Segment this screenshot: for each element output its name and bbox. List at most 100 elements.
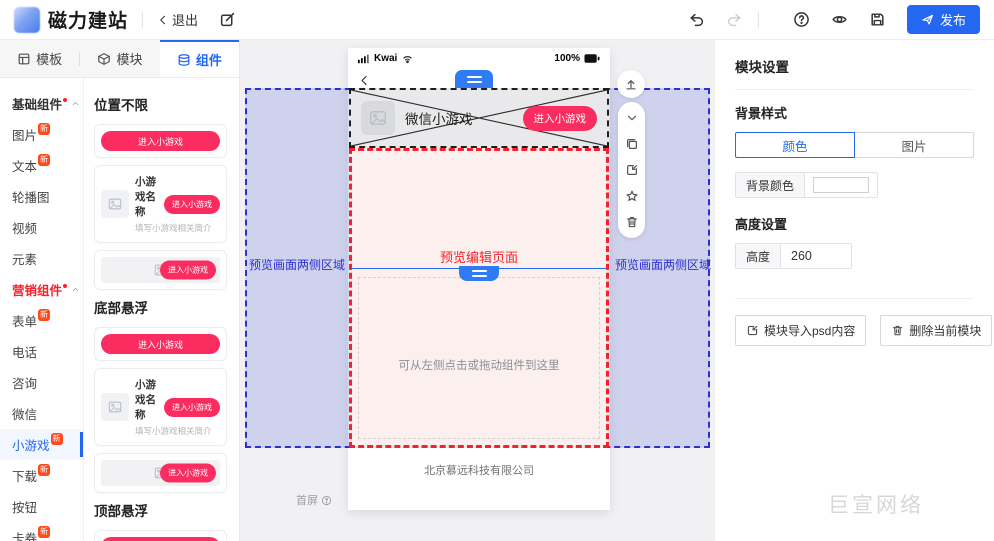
chevron-down-icon[interactable] xyxy=(625,111,639,125)
import-icon[interactable] xyxy=(625,163,639,177)
enter-game-button[interactable]: 进入小游戏 xyxy=(101,334,220,354)
cube-icon xyxy=(98,52,111,65)
first-screen-label: 首屏 xyxy=(296,492,332,508)
tab-modules[interactable]: 模块 xyxy=(80,40,159,77)
save-icon[interactable] xyxy=(869,11,887,29)
bg-tab-image[interactable]: 图片 xyxy=(854,132,974,158)
carrier-label: Kwai xyxy=(374,53,398,64)
sidebar-item-text[interactable]: 文本新 xyxy=(12,153,51,174)
cross-lines xyxy=(351,90,607,146)
enter-game-button[interactable]: 进入小游戏 xyxy=(160,260,216,280)
sidebar-item-video[interactable]: 视频 xyxy=(12,222,38,236)
fold-drag-handle[interactable] xyxy=(459,266,499,281)
bg-tab-color[interactable]: 颜色 xyxy=(735,132,855,158)
enter-game-button[interactable]: 进入小游戏 xyxy=(164,397,220,417)
preview-eye-icon[interactable] xyxy=(831,11,849,29)
topbar: 磁力建站 退出 xyxy=(0,0,994,40)
banner-preview: 进入小游戏 xyxy=(101,460,220,486)
import-psd-button[interactable]: 模块导入psd内容 xyxy=(735,315,867,346)
enter-game-button[interactable]: 进入小游戏 xyxy=(160,463,216,483)
undo-icon[interactable] xyxy=(688,11,706,29)
component-preview-panel: 位置不限 进入小游戏 小游戏名称 填写小游戏相关简介 进入小游戏 xyxy=(84,78,239,541)
send-icon xyxy=(922,14,933,25)
help-icon[interactable] xyxy=(793,11,811,29)
component-card-button-only[interactable]: 进入小游戏 xyxy=(94,327,227,361)
sidebar-item-image[interactable]: 图片新 xyxy=(12,122,51,143)
upload-icon xyxy=(626,80,636,90)
sidebar-item-form[interactable]: 表单新 xyxy=(12,308,51,329)
settings-title: 模块设置 xyxy=(735,60,789,75)
divider xyxy=(757,11,759,28)
edit-drop-area[interactable]: 预览编辑页面 可从左侧点击或拖动组件到这里 xyxy=(349,148,609,448)
trash-icon[interactable] xyxy=(625,215,639,229)
group-basic-components[interactable]: 基础组件 xyxy=(0,88,83,119)
bg-style-label: 背景样式 xyxy=(735,106,788,121)
section-title-top-float: 顶部悬浮 xyxy=(94,504,148,519)
copy-icon[interactable] xyxy=(625,137,639,151)
battery-label: 100% xyxy=(554,53,580,64)
component-card-detail[interactable]: 小游戏名称 填写小游戏相关简介 进入小游戏 xyxy=(94,165,227,243)
card-subtitle: 填写小游戏相关简介 xyxy=(135,426,212,436)
new-badge: 新 xyxy=(38,525,51,538)
battery-icon xyxy=(584,54,600,63)
enter-game-button[interactable]: 进入小游戏 xyxy=(101,537,220,541)
module-drag-handle[interactable] xyxy=(455,70,493,88)
collapse-icon xyxy=(71,97,80,111)
tab-components[interactable]: 组件 xyxy=(159,40,239,77)
database-icon xyxy=(178,53,190,66)
group-label: 营销组件 xyxy=(12,284,63,298)
publish-button[interactable]: 发布 xyxy=(906,5,980,34)
editor-canvas: Kwai 100% 北京慕远科技有限公司 预览画面两侧区域 预览画面两侧区域 xyxy=(240,40,714,541)
sidebar-tabs: 模板 模块 组件 xyxy=(0,40,239,78)
component-card-banner[interactable]: 进入小游戏 xyxy=(94,250,227,290)
sidebar-item-carousel[interactable]: 轮播图 xyxy=(12,191,50,205)
image-placeholder-icon xyxy=(361,101,395,135)
new-badge: 新 xyxy=(38,153,51,166)
card-subtitle: 填写小游戏相关简介 xyxy=(135,223,212,233)
bg-style-segmented: 颜色 图片 xyxy=(735,132,974,158)
exit-button[interactable]: 退出 xyxy=(157,10,198,29)
component-card-button-only[interactable]: 进入小游戏 xyxy=(94,530,227,541)
tab-templates[interactable]: 模板 xyxy=(0,40,79,77)
phone-statusbar: Kwai 100% xyxy=(348,48,610,64)
template-icon xyxy=(18,53,30,64)
tab-label: 模块 xyxy=(116,52,143,67)
module-title: 微信小游戏 xyxy=(405,112,473,127)
enter-game-button[interactable]: 进入小游戏 xyxy=(101,131,220,151)
sidebar-item-coupon[interactable]: 卡券新 xyxy=(12,525,51,541)
new-badge: 新 xyxy=(38,463,51,476)
sidebar-item-consult[interactable]: 咨询 xyxy=(12,377,38,391)
sidebar-item-phone[interactable]: 电话 xyxy=(12,346,38,360)
component-card-detail[interactable]: 小游戏名称 填写小游戏相关简介 进入小游戏 xyxy=(94,368,227,446)
drop-hint-text: 可从左侧点击或拖动组件到这里 xyxy=(398,360,560,372)
card-title: 小游戏名称 xyxy=(135,379,156,421)
bg-color-label: 背景颜色 xyxy=(736,173,806,197)
component-card-banner[interactable]: 进入小游戏 xyxy=(94,453,227,493)
new-badge: 新 xyxy=(50,432,63,445)
sidebar-item-element[interactable]: 元素 xyxy=(12,253,38,267)
wifi-icon xyxy=(403,56,413,64)
move-up-button[interactable] xyxy=(617,70,645,98)
signal-icon xyxy=(358,54,369,64)
rename-icon[interactable] xyxy=(218,11,236,29)
enter-game-button[interactable]: 进入小游戏 xyxy=(164,194,220,214)
side-area-label-right: 预览画面两侧区域 xyxy=(614,258,711,272)
sidebar-item-wechat[interactable]: 微信 xyxy=(12,408,38,422)
divider xyxy=(735,89,974,90)
star-icon[interactable] xyxy=(625,189,639,203)
selected-minigame-module[interactable]: 微信小游戏 进入小游戏 xyxy=(349,88,609,148)
group-marketing-components[interactable]: 营销组件 xyxy=(0,274,83,305)
bg-color-swatch[interactable] xyxy=(813,177,870,193)
height-input[interactable] xyxy=(781,244,852,268)
divider xyxy=(79,51,81,66)
left-sidebar: 模板 模块 组件 基础组件 xyxy=(0,40,240,541)
delete-module-button[interactable]: 删除当前模块 xyxy=(880,315,993,346)
component-card-button-only[interactable]: 进入小游戏 xyxy=(94,124,227,158)
sidebar-item-download[interactable]: 下载新 xyxy=(12,463,51,484)
back-icon[interactable] xyxy=(358,74,372,88)
enter-game-button[interactable]: 进入小游戏 xyxy=(522,105,597,131)
sidebar-item-button[interactable]: 按钮 xyxy=(12,501,38,515)
height-label: 高度 xyxy=(736,244,782,268)
redo-icon[interactable] xyxy=(726,11,744,29)
sidebar-item-minigame[interactable]: 小游戏新 xyxy=(0,429,83,460)
